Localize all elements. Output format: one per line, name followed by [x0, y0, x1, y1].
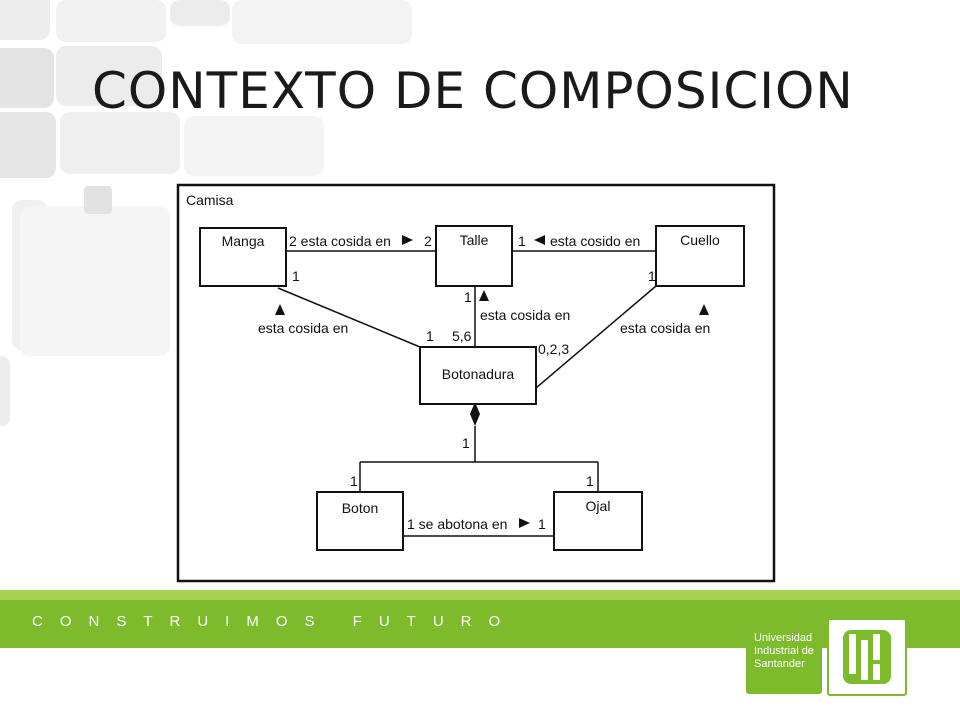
association-label: esta cosido en — [550, 233, 640, 249]
background-tile — [0, 112, 56, 178]
class-box-ojal — [553, 491, 643, 551]
background-tile — [56, 0, 166, 42]
class-box-cuello — [655, 225, 745, 287]
background-tile — [0, 0, 50, 40]
background-tile — [0, 356, 10, 426]
diagram-svg: Camisa Manga Talle Cuello Botonadura Bot… — [176, 183, 776, 583]
footer-tagline: CONSTRUIMOS FUTURO — [32, 613, 518, 630]
class-box-boton — [316, 491, 404, 551]
association-label: 2 esta cosida en — [289, 233, 391, 249]
class-box-manga — [199, 227, 287, 287]
logo-line: Universidad — [754, 632, 813, 644]
container-box — [176, 183, 776, 583]
direction-arrow — [534, 235, 545, 245]
multiplicity: 5,6 — [452, 328, 472, 344]
class-name-ojal: Ojal — [586, 498, 611, 514]
multiplicity: 0,2,3 — [538, 341, 569, 357]
container-label: Camisa — [186, 192, 234, 208]
slide-title: CONTEXTO DE COMPOSICION — [92, 62, 854, 120]
class-box-botonadura — [419, 346, 537, 405]
composition-diamond — [470, 402, 480, 426]
multiplicity: 1 — [518, 233, 526, 249]
class-name-cuello: Cuello — [680, 232, 720, 248]
uml-diagram: Camisa Manga Talle Cuello Botonadura Bot… — [172, 180, 784, 586]
background-tile — [60, 112, 180, 174]
class-name-boton: Boton — [342, 500, 379, 516]
uis-logo-icon — [843, 630, 891, 684]
background-tile — [20, 206, 170, 356]
direction-arrow — [275, 304, 285, 315]
logo-line: Industrial de — [754, 645, 814, 657]
direction-arrow — [402, 235, 413, 245]
multiplicity: 1 — [648, 268, 656, 284]
direction-arrow — [519, 518, 530, 528]
class-name-talle: Talle — [460, 232, 489, 248]
multiplicity: 1 — [292, 268, 300, 284]
background-tile — [232, 0, 412, 44]
background-tile — [84, 186, 112, 214]
background-tile — [184, 116, 324, 176]
association-label: esta cosida en — [258, 320, 348, 336]
multiplicity: 1 — [350, 473, 358, 489]
direction-arrow — [479, 290, 489, 301]
background-tile — [0, 48, 54, 108]
association-line — [535, 285, 657, 389]
multiplicity: 1 — [464, 289, 472, 305]
association-label: 1 se abotona en — [407, 516, 507, 532]
multiplicity: 2 — [424, 233, 432, 249]
logo-line: Santander — [754, 658, 805, 670]
association-label: esta cosida en — [480, 307, 570, 323]
class-name-manga: Manga — [222, 233, 265, 249]
multiplicity: 1 — [426, 328, 434, 344]
direction-arrow — [699, 304, 709, 315]
background-tile — [170, 0, 230, 26]
background-tile — [56, 46, 162, 106]
university-logo-text: Universidad Industrial de Santander — [746, 618, 822, 694]
association-label: esta cosida en — [620, 320, 710, 336]
multiplicity: 1 — [538, 516, 546, 532]
multiplicity: 1 — [586, 473, 594, 489]
uis-logo-mark — [827, 618, 907, 696]
multiplicity: 1 — [462, 435, 470, 451]
association-line — [277, 287, 421, 348]
footer-stripe — [0, 590, 960, 600]
class-box-talle — [435, 225, 513, 287]
class-name-botonadura: Botonadura — [442, 366, 515, 382]
